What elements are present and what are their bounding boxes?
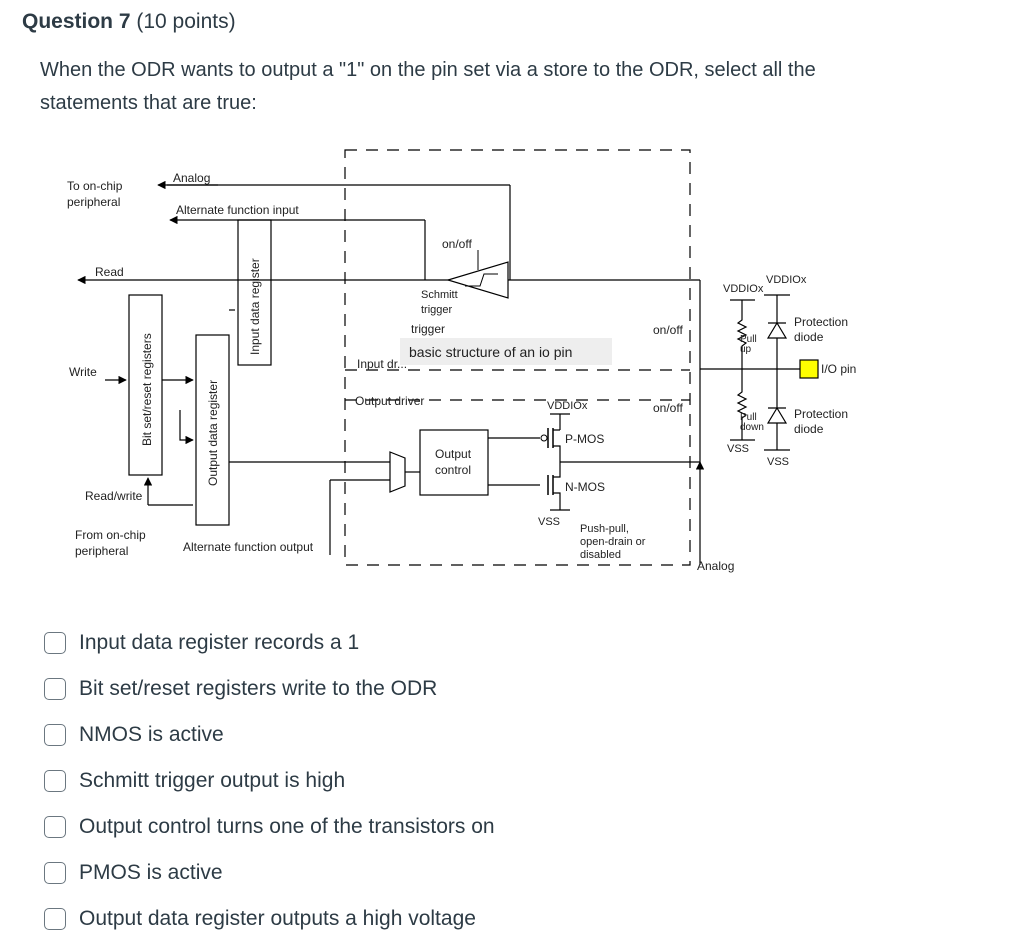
output-control-box [419, 429, 489, 496]
push-pull-label: Push-pull, [580, 523, 629, 535]
answer-options: Input data register records a 1 Bit set/… [44, 620, 495, 942]
checkbox[interactable] [44, 632, 66, 654]
question-header: Question 7 (10 points) [22, 10, 236, 34]
option-1[interactable]: Input data register records a 1 [44, 620, 495, 666]
option-label: Output data register outputs a high volt… [79, 907, 476, 930]
option-5[interactable]: Output control turns one of the transist… [44, 804, 495, 850]
alt-func-output-label: Alternate function output [183, 540, 314, 554]
protection-diode2a-label: Protection [794, 407, 848, 421]
option-7[interactable]: Output data register outputs a high volt… [44, 896, 495, 942]
checkbox[interactable] [44, 724, 66, 746]
output-driver-label: Output driver [355, 394, 424, 408]
peripheral-label: peripheral [67, 195, 120, 209]
io-pin-diagram: Bit set/reset registers Output data regi… [67, 149, 856, 573]
vddiox-r2-label: VDDIOx [766, 274, 807, 286]
output-data-register-label: Output data register [206, 380, 220, 486]
from-onchip-label: From on-chip [75, 528, 146, 542]
io-pin-box [799, 359, 819, 379]
bit-set-reset-registers-label: Bit set/reset registers [140, 333, 154, 446]
disabled-label: disabled [580, 549, 621, 561]
io-boundary-box [344, 149, 691, 566]
from-peripheral-label: peripheral [75, 544, 128, 558]
option-label: Input data register records a 1 [79, 631, 360, 654]
schmitt-label: Schmitt [421, 289, 458, 301]
checkbox[interactable] [44, 770, 66, 792]
on-off-right2-label: on/off [653, 401, 683, 415]
option-label: Bit set/reset registers write to the ODR [79, 677, 438, 700]
pull-up2-label: up [740, 344, 752, 355]
checkbox[interactable] [44, 862, 66, 884]
question-title: Question 7 [22, 10, 131, 33]
to-onchip-label: To on-chip [67, 179, 123, 193]
analog-bottom-label: Analog [697, 559, 734, 573]
pmos-label: P-MOS [565, 432, 604, 446]
option-label: PMOS is active [79, 861, 223, 884]
question-points: (10 points) [136, 10, 236, 33]
vss-mid-label: VSS [538, 516, 560, 528]
trigger1-label: trigger [421, 304, 453, 316]
control-label: control [435, 463, 471, 477]
read-label: Read [95, 265, 124, 279]
option-label: Schmitt trigger output is high [79, 769, 346, 792]
io-pin-label: I/O pin [821, 362, 856, 376]
option-6[interactable]: PMOS is active [44, 850, 495, 896]
tooltip-label: basic structure of an io pin [409, 344, 572, 360]
analog-top-label: Analog [173, 171, 210, 185]
open-drain-label: open-drain or [580, 536, 646, 548]
protection-diode1a-label: Protection [794, 315, 848, 329]
protection-diode2b-label: diode [794, 422, 824, 436]
tooltip-box [400, 338, 612, 365]
vss-r2-label: VSS [767, 456, 789, 468]
option-label: NMOS is active [79, 723, 224, 746]
write-label: Write [69, 365, 97, 379]
pull-up1-label: Pull [740, 334, 757, 345]
checkbox[interactable] [44, 678, 66, 700]
option-4[interactable]: Schmitt trigger output is high [44, 758, 495, 804]
trigger2-label: trigger [411, 322, 445, 336]
vddiox-mid-label: VDDIOx [547, 400, 588, 412]
mux-symbol [389, 451, 406, 493]
nmos-label: N-MOS [565, 480, 605, 494]
pull-down1-label: Pull [740, 412, 757, 423]
read-write-label: Read/write [85, 489, 143, 503]
output-data-register-box [195, 334, 230, 526]
bit-set-reset-registers-box [128, 294, 163, 476]
on-off-top-label: on/off [442, 237, 472, 251]
pull-down2-label: down [740, 422, 764, 433]
vss-r1-label: VSS [727, 443, 749, 455]
checkbox[interactable] [44, 908, 66, 930]
alt-func-input-label: Alternate function input [176, 203, 299, 217]
vddiox-r1-label: VDDIOx [723, 283, 764, 295]
option-2[interactable]: Bit set/reset registers write to the ODR [44, 666, 495, 712]
question-text: When the ODR wants to output a "1" on th… [40, 59, 816, 114]
input-driver-label: Input dr... [357, 357, 407, 371]
option-3[interactable]: NMOS is active [44, 712, 495, 758]
protection-diode1b-label: diode [794, 330, 824, 344]
output-label: Output [435, 447, 472, 461]
input-data-register-label: Input data register [248, 258, 262, 355]
option-label: Output control turns one of the transist… [79, 815, 495, 838]
checkbox[interactable] [44, 816, 66, 838]
on-off-right1-label: on/off [653, 323, 683, 337]
